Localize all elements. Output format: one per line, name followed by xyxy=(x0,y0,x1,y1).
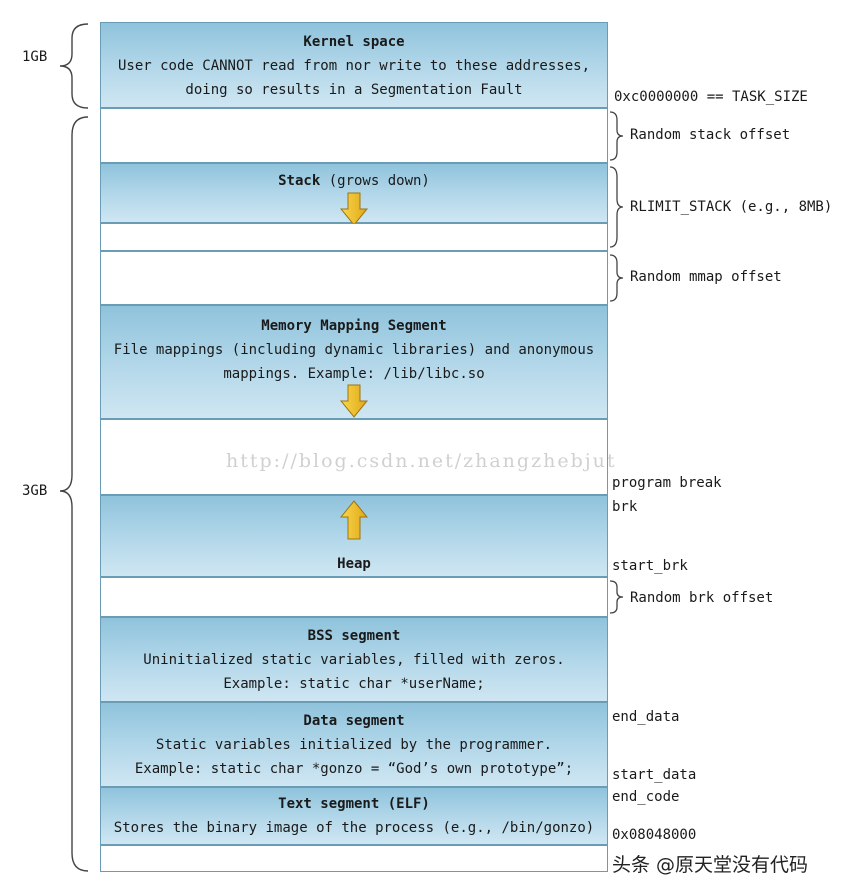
bss-line1: Uninitialized static variables, filled w… xyxy=(143,652,565,668)
random-stack-gap xyxy=(100,108,608,163)
stack-down-arrow-icon xyxy=(340,192,368,226)
text-line1: Stores the binary image of the process (… xyxy=(113,820,595,836)
data-line1: Static variables initialized by the prog… xyxy=(155,737,553,753)
stack-title: Stack xyxy=(278,173,321,189)
credit-label: 头条 @原天堂没有代码 xyxy=(612,854,809,876)
kernel-brace xyxy=(59,23,89,109)
program-break-label: program break xyxy=(612,475,722,491)
text-title: Text segment (ELF) xyxy=(278,796,430,812)
random-mmap-gap xyxy=(100,251,608,305)
mmap-down-arrow-icon xyxy=(340,384,368,418)
random-brk-brace xyxy=(609,580,624,614)
random-stack-brace xyxy=(609,111,624,161)
data-line2: Example: static char *gonzo = “God’s own… xyxy=(134,761,574,777)
kernel-space-segment: Kernel space User code CANNOT read from … xyxy=(100,22,608,108)
data-segment: Data segment Static variables initialize… xyxy=(100,702,608,787)
bss-line2: Example: static char *userName; xyxy=(223,676,485,692)
text-start-address-label: 0x08048000 xyxy=(612,827,697,843)
random-mmap-offset-label: Random mmap offset xyxy=(630,269,782,285)
heap-up-arrow-icon xyxy=(340,500,368,540)
kernel-space-title: Kernel space xyxy=(303,34,405,50)
bss-title: BSS segment xyxy=(307,628,401,644)
data-title: Data segment xyxy=(303,713,405,729)
brk-label: brk xyxy=(612,499,638,515)
start-data-label: start_data xyxy=(612,767,697,783)
stack-desc: (grows down) xyxy=(320,173,430,189)
mmap-line2: mappings. Example: /lib/libc.so xyxy=(223,366,485,382)
bss-segment: BSS segment Uninitialized static variabl… xyxy=(100,617,608,702)
mmap-line1: File mappings (including dynamic librari… xyxy=(113,342,595,358)
random-brk-gap xyxy=(100,577,608,617)
stack-growth-gap xyxy=(100,223,608,251)
heap-title: Heap xyxy=(337,556,371,572)
kernel-size-label: 1GB xyxy=(22,49,48,65)
user-space-brace xyxy=(59,116,89,872)
user-size-label: 3GB xyxy=(22,483,48,499)
reserved-low-segment xyxy=(100,845,608,872)
heap-segment: Heap xyxy=(100,495,608,577)
kernel-space-line1: User code CANNOT read from nor write to … xyxy=(117,58,590,74)
end-code-label: end_code xyxy=(612,789,680,805)
rlimit-stack-label: RLIMIT_STACK (e.g., 8MB) xyxy=(630,199,833,215)
task-size-label: 0xc0000000 == TASK_SIZE xyxy=(614,89,808,105)
rlimit-stack-brace xyxy=(609,166,624,248)
random-mmap-brace xyxy=(609,254,624,302)
unallocated-gap xyxy=(100,419,608,495)
kernel-space-line2: doing so results in a Segmentation Fault xyxy=(185,82,523,98)
random-stack-offset-label: Random stack offset xyxy=(630,127,791,143)
stack-segment: Stack (grows down) xyxy=(100,163,608,226)
mmap-title: Memory Mapping Segment xyxy=(261,318,447,334)
end-data-label: end_data xyxy=(612,709,680,725)
text-segment: Text segment (ELF) Stores the binary ima… xyxy=(100,787,608,845)
memory-mapping-segment: Memory Mapping Segment File mappings (in… xyxy=(100,305,608,419)
random-brk-offset-label: Random brk offset xyxy=(630,590,774,606)
watermark: http://blog.csdn.net/zhangzhebjut xyxy=(226,450,617,472)
start-brk-label: start_brk xyxy=(612,558,688,574)
